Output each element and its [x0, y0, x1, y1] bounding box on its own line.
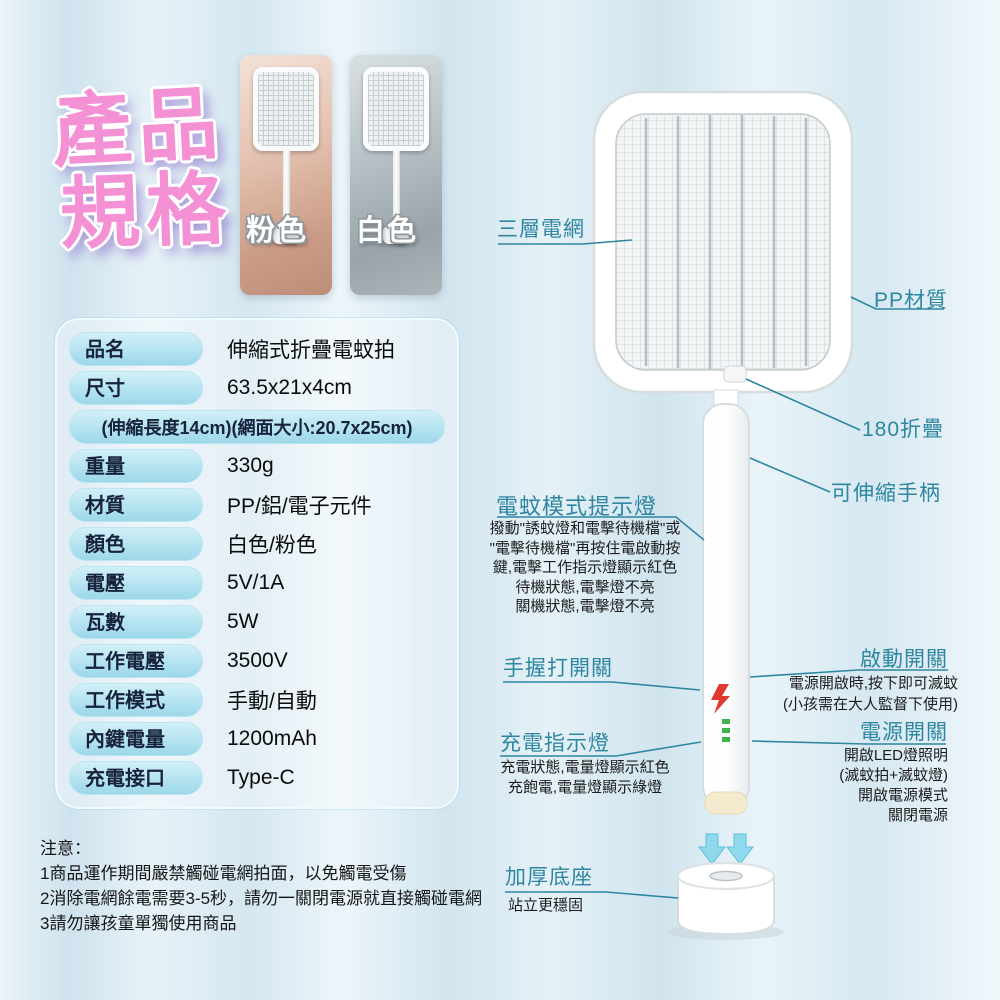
annotation-triple-net: 三層電網: [497, 218, 585, 241]
fold-hinge-tab: [723, 365, 747, 383]
spec-value: 5W: [227, 610, 259, 633]
table-row: 電壓 5V/1A: [69, 565, 445, 601]
desc-line: 待機狀態,電擊燈不亮: [515, 578, 655, 596]
charge-light-description: 充電狀態,電量燈顯示紅色 充飽電,電量燈顯示綠燈: [476, 758, 694, 797]
table-row: 品名 伸縮式折疊電蚊拍: [69, 331, 445, 367]
base-shadow: [668, 924, 784, 940]
spec-label: 內鍵電量: [69, 722, 203, 756]
desc-line: 關機狀態,電擊燈不亮: [515, 598, 655, 615]
mini-swatter-base: [383, 227, 409, 244]
table-row: 工作電壓 3500V: [69, 643, 445, 679]
spec-label: 顏色: [69, 527, 203, 561]
swatch-label-white: 白色: [356, 215, 419, 247]
table-row: 重量 330g: [69, 448, 445, 484]
spec-value: PP/鋁/電子元件: [227, 495, 372, 518]
desc-line: (滅蚊拍+滅蚊燈): [839, 767, 948, 784]
desc-line: 電源開啟時,按下即可滅蚊: [788, 675, 958, 692]
mini-swatter-head: [253, 67, 319, 151]
base-body: [677, 875, 775, 936]
annotation-charge-light: 充電指示燈: [500, 732, 610, 755]
desc-line: "電擊待機檔"再按住電啟動按: [489, 539, 681, 557]
mini-swatter: [363, 67, 429, 244]
annotation-grip-switch: 手握打開關: [503, 657, 613, 680]
annotation-start-switch: 啟動開關: [860, 648, 948, 671]
caution-notes: 注意： 1商品運作期間嚴禁觸碰電網拍面，以免觸電受傷 2消除電網餘電需要3-5秒…: [40, 836, 482, 936]
table-row: 工作模式 手動/自動: [69, 682, 445, 718]
spec-label: 重量: [69, 449, 203, 483]
spec-label: 充電接口: [69, 761, 203, 795]
table-row-size-note: (伸縮長度14cm)(網面大小:20.7x25cm): [69, 409, 445, 445]
caution-item: 3請勿讓孩童單獨使用商品: [40, 914, 237, 933]
base-top: [677, 862, 775, 890]
annotation-thick-base: 加厚底座: [505, 866, 593, 889]
spec-label: 瓦數: [69, 605, 203, 639]
table-row: 瓦數 5W: [69, 604, 445, 640]
page-title-line1: 產品: [49, 78, 227, 177]
spec-value: 5V/1A: [227, 571, 285, 594]
table-row: 顏色 白色/粉色: [69, 526, 445, 562]
spec-value: 3500V: [227, 649, 288, 672]
shock-indicator-icon: [711, 684, 730, 714]
spec-label: 尺寸: [69, 371, 203, 405]
annotation-telescopic-handle: 可伸縮手柄: [831, 482, 941, 505]
desc-line: 充飽電,電量燈顯示綠燈: [507, 778, 663, 796]
dock-arrows-icon: [697, 833, 755, 865]
annotation-180-fold: 180折疊: [862, 418, 945, 441]
spec-value: 1200mAh: [227, 727, 317, 750]
spec-size-note: (伸縮長度14cm)(網面大小:20.7x25cm): [69, 410, 445, 444]
spec-label: 品名: [69, 332, 203, 366]
swatch-label-pink: 粉色: [246, 215, 309, 247]
mini-swatter-stem: [392, 151, 400, 227]
caution-item: 1商品運作期間嚴禁觸碰電網拍面，以免觸電受傷: [40, 864, 407, 883]
racket-mesh: [615, 113, 831, 371]
annotation-mode-light: 電蚊模式提示燈: [496, 494, 658, 519]
page-title: 產品 規格: [50, 79, 234, 259]
spec-label: 工作模式: [69, 683, 203, 717]
table-row: 材質 PP/鋁/電子元件: [69, 487, 445, 523]
mesh-ribs: [644, 115, 808, 369]
desc-line: 關閉電源: [887, 807, 948, 824]
mini-swatter-head: [363, 67, 429, 151]
racket-head-frame: [592, 90, 854, 394]
desc-line: 開啟電源模式: [857, 787, 948, 804]
table-row: 充電接口 Type-C: [69, 760, 445, 796]
spec-value: Type-C: [227, 766, 295, 789]
base-description: 站立更穩固: [508, 897, 584, 914]
mini-swatter-stem: [282, 151, 290, 227]
desc-line: (小孩需在大人監督下使用): [783, 696, 958, 713]
spec-value: 330g: [227, 454, 274, 477]
table-row: 尺寸 63.5x21x4cm: [69, 370, 445, 406]
page-title-line2: 規格: [58, 164, 234, 259]
table-row: 內鍵電量 1200mAh: [69, 721, 445, 757]
desc-line: 開啟LED燈照明: [843, 747, 948, 764]
mini-swatter-base: [273, 227, 299, 244]
color-swatch-pink: 粉色: [240, 55, 332, 295]
handle-light-ring: [704, 791, 748, 815]
spec-value: 伸縮式折疊電蚊拍: [227, 339, 395, 362]
spec-value: 白色/粉色: [227, 534, 317, 557]
spec-label: 材質: [69, 488, 203, 522]
base-socket: [709, 870, 743, 882]
desc-line: 撥動"誘蚊燈和電擊待機檔"或: [489, 520, 681, 537]
spec-value: 手動/自動: [227, 690, 317, 713]
caution-heading: 注意：: [40, 839, 91, 858]
battery-indicator-icon: [722, 719, 730, 742]
spec-value: 63.5x21x4cm: [227, 376, 352, 399]
mini-swatter: [253, 67, 319, 244]
power-switch-description: 開啟LED燈照明 (滅蚊拍+滅蚊燈) 開啟電源模式 關閉電源: [768, 746, 948, 826]
mode-light-description: 撥動"誘蚊燈和電擊待機檔"或 "電擊待機檔"再按住電啟動按 鍵,電擊工作指示燈顯…: [476, 519, 694, 617]
neck: [713, 389, 739, 411]
annotation-power-switch: 電源開關: [860, 721, 948, 744]
desc-line: 充電狀態,電量燈顯示紅色: [500, 759, 670, 776]
start-switch-description: 電源開啟時,按下即可滅蚊 (小孩需在大人監督下使用): [756, 673, 958, 715]
annotation-pp-material: PP材質: [874, 289, 949, 312]
spec-label: 工作電壓: [69, 644, 203, 678]
desc-line: 鍵,電擊工作指示燈顯示紅色: [492, 559, 678, 576]
spec-table: 品名 伸縮式折疊電蚊拍 尺寸 63.5x21x4cm (伸縮長度14cm)(網面…: [55, 318, 459, 809]
telescopic-handle: [702, 403, 750, 807]
color-swatch-white: 白色: [350, 55, 442, 295]
caution-item: 2消除電網餘電需要3-5秒，請勿一關閉電源就直接觸碰電網: [40, 889, 483, 908]
spec-label: 電壓: [69, 566, 203, 600]
